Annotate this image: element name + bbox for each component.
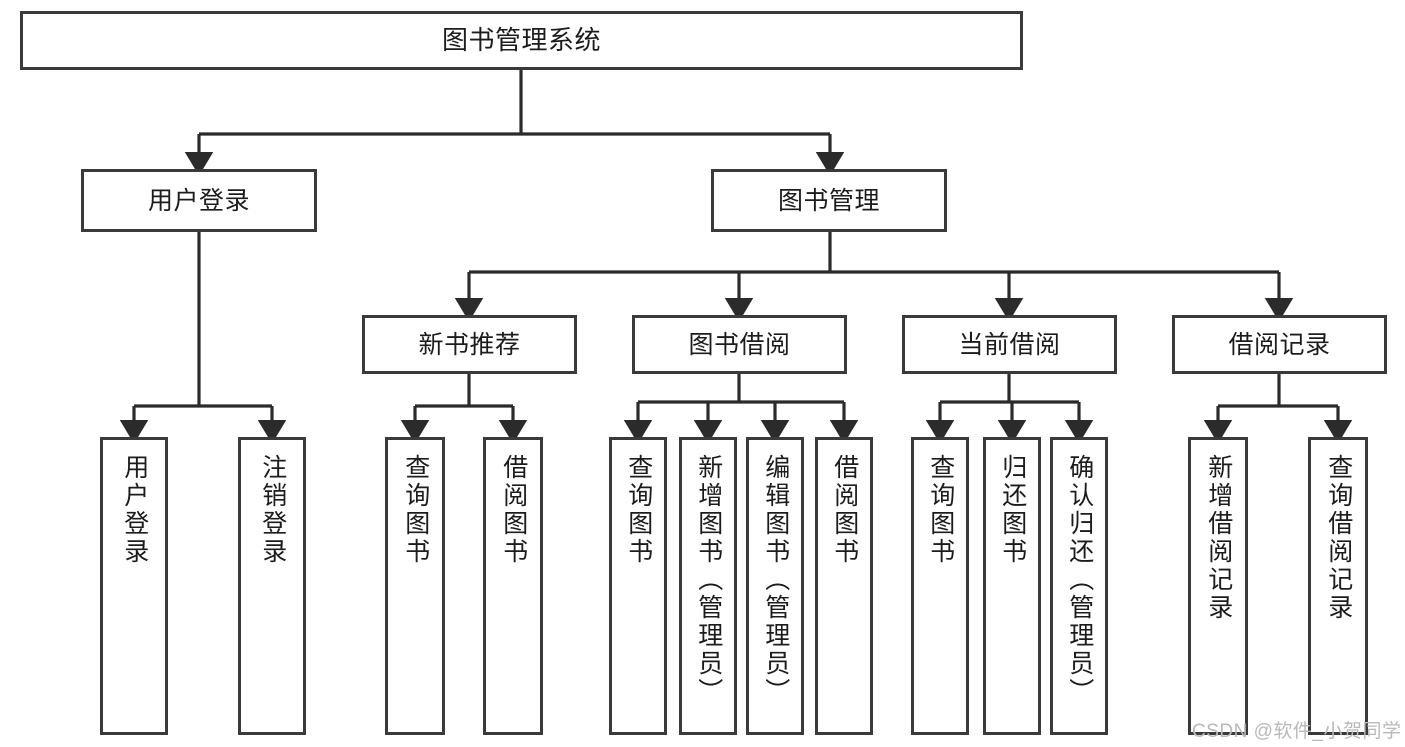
node-book-management[interactable]: 图书管理 [711, 169, 947, 232]
leaf-logout[interactable]: 注销登录 [238, 437, 306, 735]
node-root-system[interactable]: 图书管理系统 [20, 11, 1023, 70]
leaf-current-confirm-return-admin[interactable]: 确认归还（管理员） [1050, 437, 1108, 735]
node-label: 新增借阅记录 [1204, 454, 1233, 622]
node-label: 归还图书 [998, 454, 1027, 566]
leaf-user-login[interactable]: 用户登录 [100, 437, 168, 735]
node-label: 用户登录 [120, 454, 149, 566]
node-label: 借阅图书 [830, 454, 859, 566]
node-label: 确认归还（管理员） [1065, 454, 1094, 706]
leaf-current-query-book[interactable]: 查询图书 [911, 437, 969, 735]
leaf-record-add-record[interactable]: 新增借阅记录 [1188, 437, 1248, 735]
node-label: 图书管理系统 [441, 24, 601, 55]
node-label: 借阅图书 [499, 454, 528, 566]
node-label: 查询图书 [926, 454, 955, 566]
leaf-record-query-record[interactable]: 查询借阅记录 [1308, 437, 1368, 735]
leaf-borrow-edit-book-admin[interactable]: 编辑图书（管理员） [746, 437, 804, 735]
leaf-current-return-book[interactable]: 归还图书 [983, 437, 1041, 735]
node-label: 查询图书 [624, 454, 653, 566]
leaf-newbook-query-book[interactable]: 查询图书 [385, 437, 445, 735]
watermark: CSDN @软件_小贺同学 [1192, 721, 1402, 742]
node-label: 注销登录 [258, 454, 287, 566]
node-user-login[interactable]: 用户登录 [81, 169, 317, 232]
node-label: 编辑图书（管理员） [761, 454, 790, 706]
node-label: 借阅记录 [1228, 330, 1331, 359]
node-label: 新增图书（管理员） [694, 454, 723, 706]
node-current-borrow[interactable]: 当前借阅 [902, 315, 1117, 374]
node-label: 图书借阅 [688, 330, 791, 359]
leaf-borrow-query-book[interactable]: 查询图书 [609, 437, 667, 735]
node-label: 当前借阅 [958, 330, 1061, 359]
node-label: 查询借阅记录 [1324, 454, 1353, 622]
leaf-borrow-add-book-admin[interactable]: 新增图书（管理员） [679, 437, 737, 735]
node-book-borrow[interactable]: 图书借阅 [632, 315, 847, 374]
node-label: 查询图书 [401, 454, 430, 566]
node-new-book-recommend[interactable]: 新书推荐 [362, 315, 577, 374]
node-label: 用户登录 [147, 186, 250, 215]
node-borrow-record[interactable]: 借阅记录 [1172, 315, 1387, 374]
leaf-newbook-borrow-book[interactable]: 借阅图书 [483, 437, 543, 735]
leaf-borrow-borrow-book[interactable]: 借阅图书 [815, 437, 873, 735]
node-label: 新书推荐 [418, 330, 521, 359]
node-label: 图书管理 [777, 186, 880, 215]
